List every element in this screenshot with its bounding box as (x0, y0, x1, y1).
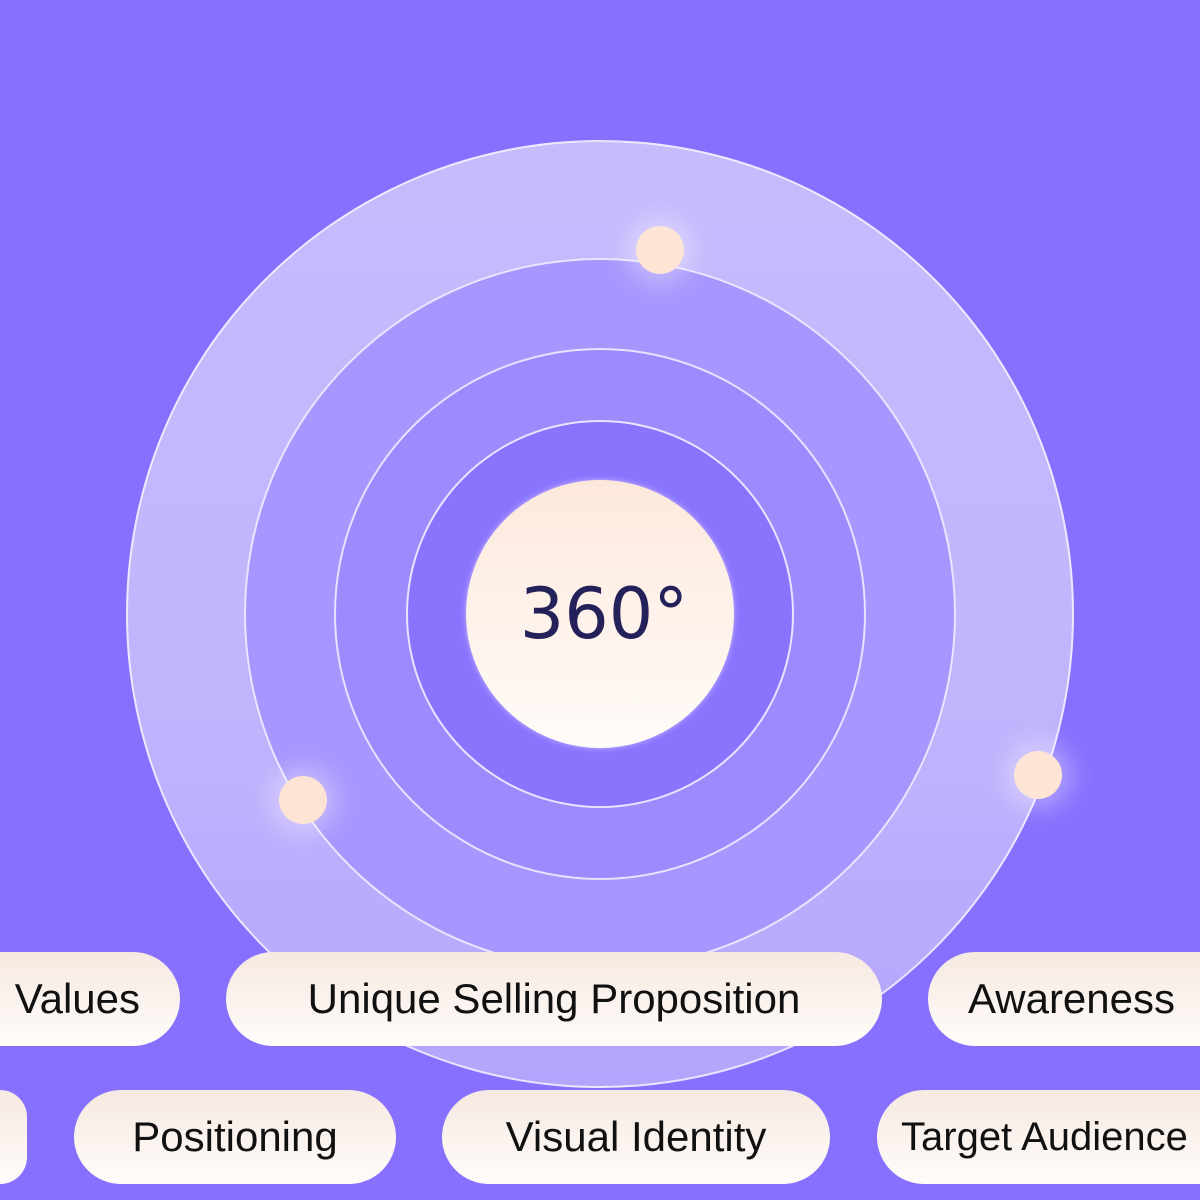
center-label: 360° (519, 573, 689, 655)
pill-usp[interactable]: Unique Selling Proposition (226, 952, 882, 1046)
orbit-dot (1014, 751, 1062, 799)
pill-positioning[interactable]: Positioning (74, 1090, 396, 1184)
pill-visual-identity[interactable]: Visual Identity (442, 1090, 830, 1184)
orbit-dot (636, 226, 684, 274)
pill-values[interactable]: Values (0, 952, 180, 1046)
pill-partial[interactable] (0, 1090, 27, 1184)
orbit-dot (279, 776, 327, 824)
pill-target-audience[interactable]: Target Audience (877, 1090, 1200, 1184)
pill-awareness[interactable]: Awareness (928, 952, 1200, 1046)
center-disc: 360° (466, 480, 734, 748)
